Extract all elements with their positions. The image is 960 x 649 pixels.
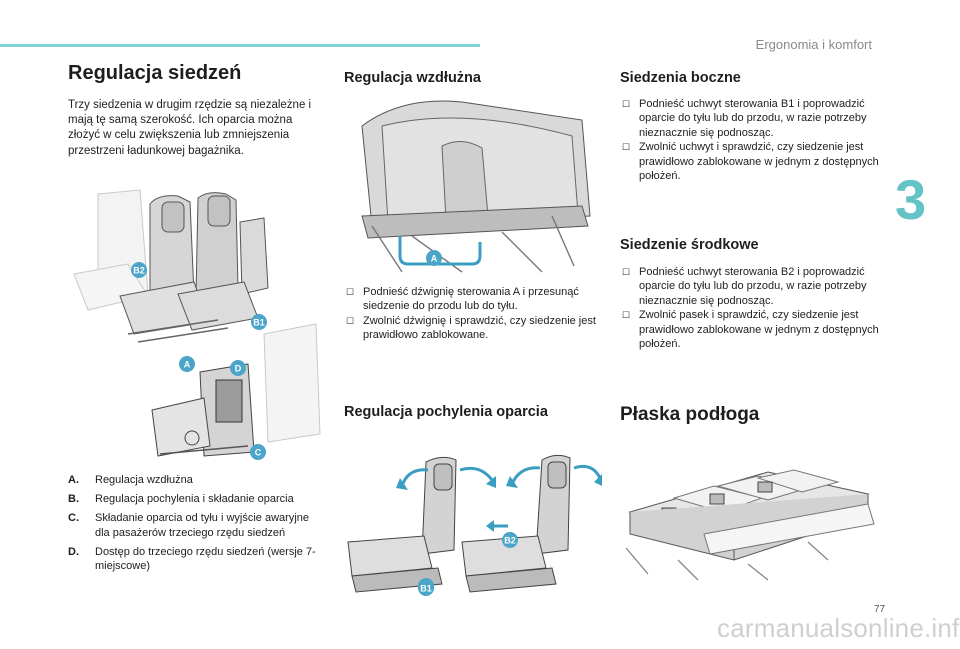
list-item: ☐Zwolnić dźwignię i sprawdzić, czy siedz… — [346, 314, 596, 342]
checkbox-bullet-icon: ☐ — [622, 142, 631, 153]
svg-text:A: A — [184, 360, 191, 370]
heading-center-seat: Siedzenie środkowe — [620, 237, 759, 253]
svg-text:B1: B1 — [420, 584, 432, 594]
legend-item: C.Składanie oparcia od tyłu i wyjście aw… — [68, 512, 309, 539]
checkbox-bullet-icon: ☐ — [622, 310, 631, 321]
svg-text:B2: B2 — [133, 266, 145, 276]
checkbox-bullet-icon: ☐ — [346, 287, 355, 297]
svg-text:B2: B2 — [504, 536, 516, 546]
heading-longitudinal: Regulacja wzdłużna — [344, 70, 481, 86]
list-item: ☐Zwolnić uchwyt i sprawdzić, czy siedzen… — [622, 141, 879, 183]
section-title: Ergonomia i komfort — [755, 37, 872, 52]
label-b1-bottom: B1 — [416, 578, 436, 598]
list-item: ☐Zwolnić pasek i sprawdzić, czy siedzeni… — [622, 309, 879, 351]
checkbox-bullet-icon: ☐ — [622, 99, 631, 109]
label-c: C — [250, 444, 266, 460]
longitudinal-adjust-illustration: A — [342, 96, 598, 274]
intro-paragraph: Trzy siedzenia w drugim rzędzie są nieza… — [68, 99, 312, 157]
recline-svg: B1 B2 — [347, 454, 602, 594]
svg-text:B1: B1 — [253, 318, 265, 328]
side-seats-instructions: ☐Podnieść uchwyt sterowania B1 i poprowa… — [620, 97, 882, 183]
second-row-seats-illustration: B2 B1 A D C — [68, 184, 328, 466]
heading-recline: Regulacja pochylenia oparcia — [344, 404, 548, 420]
flat-floor-svg — [625, 469, 875, 581]
svg-text:A: A — [431, 254, 438, 264]
watermark-text: carmanualsonline.info — [717, 613, 960, 643]
recline-illustration: B1 B2 — [342, 450, 602, 600]
label-b1-bottom-svg: B1 — [418, 580, 434, 596]
label-b1: B1 — [251, 314, 267, 330]
label-b2-right: B2 — [502, 532, 518, 548]
svg-text:C: C — [255, 448, 262, 458]
page-title: Regulacja siedzeń — [68, 62, 242, 84]
header-accent-bar — [0, 44, 480, 47]
legend-item: A.Regulacja wzdłużna — [68, 474, 193, 486]
legend-list: A.Regulacja wzdłużna B.Regulacja pochyle… — [68, 473, 318, 578]
label-d: D — [230, 360, 246, 376]
longitudinal-instructions: ☐Podnieść dźwignię sterowania A i przesu… — [344, 285, 602, 343]
label-b2: B2 — [131, 262, 147, 278]
page-number: 77 — [874, 604, 886, 615]
list-item: ☐Podnieść uchwyt sterowania B1 i poprowa… — [622, 98, 867, 139]
legend-item: B.Regulacja pochylenia i składanie oparc… — [68, 493, 294, 506]
list-item: ☐Podnieść dźwignię sterowania A i przesu… — [346, 286, 579, 313]
longitudinal-svg: A — [361, 100, 591, 273]
seats-svg: B2 B1 A D C — [73, 189, 321, 460]
center-seat-instructions: ☐Podnieść uchwyt sterowania B2 i poprowa… — [620, 265, 882, 351]
svg-text:D: D — [235, 364, 242, 374]
flat-floor-illustration — [618, 464, 880, 582]
heading-side-seats: Siedzenia boczne — [620, 70, 741, 86]
label-a: A — [179, 356, 195, 372]
list-item: ☐Podnieść uchwyt sterowania B2 i poprowa… — [622, 266, 867, 307]
checkbox-bullet-icon: ☐ — [346, 315, 355, 326]
legend-item: D.Dostęp do trzeciego rzędu siedzeń (wer… — [68, 545, 316, 573]
curved-arrow-icon — [396, 478, 408, 490]
chapter-number: 3 — [895, 168, 927, 231]
heading-flat-floor: Płaska podłoga — [620, 404, 760, 425]
checkbox-bullet-icon: ☐ — [622, 267, 631, 277]
label-a: A — [426, 250, 442, 266]
